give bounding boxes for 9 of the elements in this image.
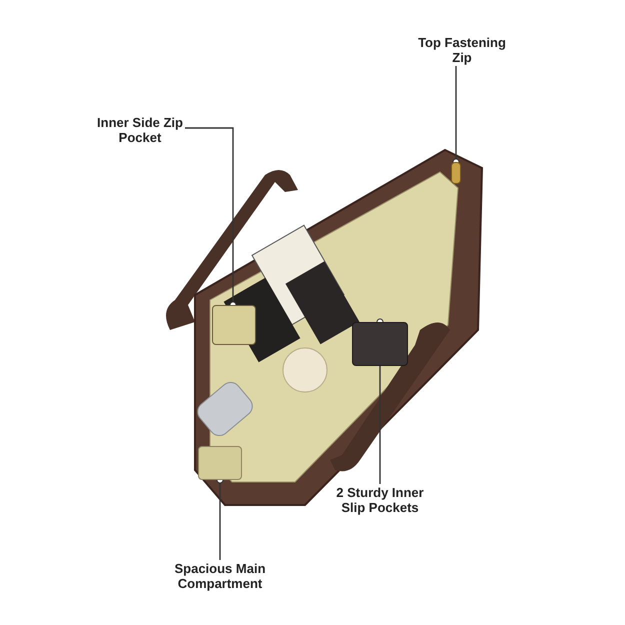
callout-label: Inner Side Zip Pocket (97, 115, 183, 145)
callout-label: Spacious Main Compartment (173, 561, 267, 591)
zip-pocket (212, 305, 256, 345)
main-compartment (198, 446, 242, 480)
callout-label: 2 Sturdy Inner Slip Pockets (335, 485, 425, 515)
callout-label: Top Fastening Zip (417, 35, 507, 65)
slip-pocket (352, 322, 408, 366)
leader-line (452, 66, 460, 166)
zip-pull (451, 162, 461, 184)
